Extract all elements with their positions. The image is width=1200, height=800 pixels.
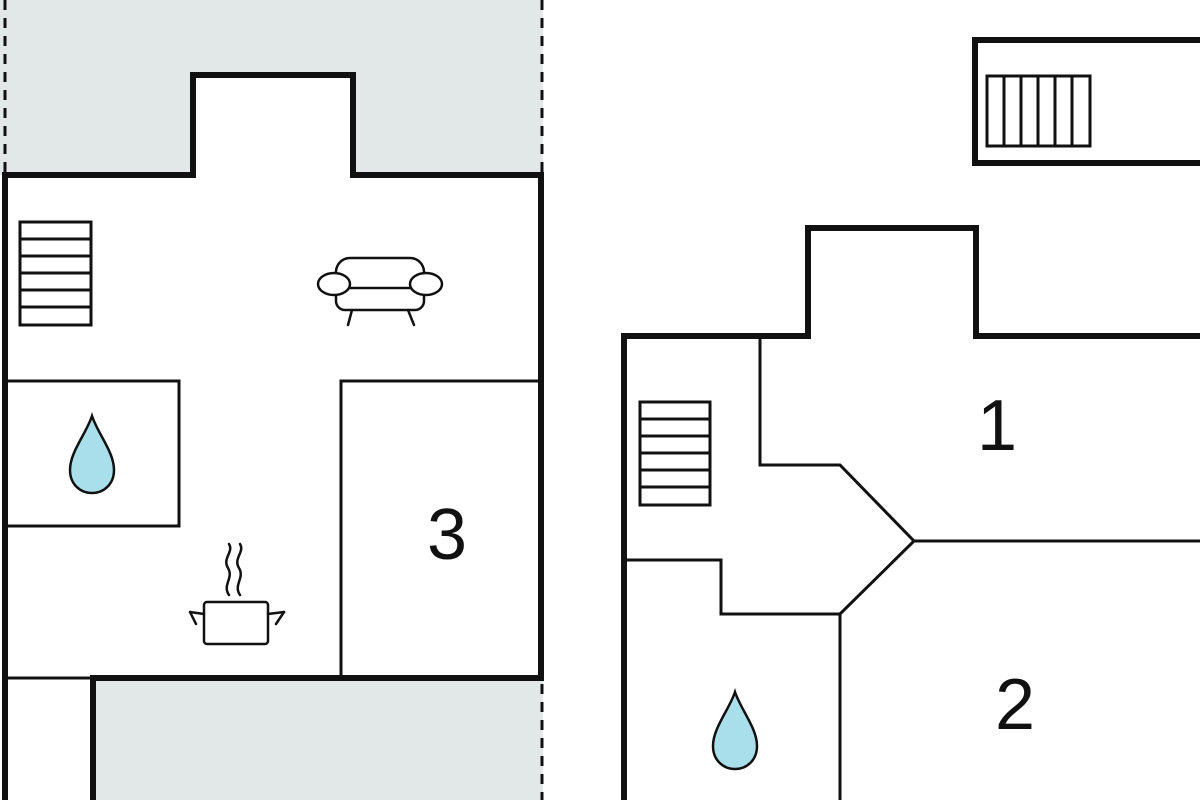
room-label-2: 2	[995, 665, 1035, 745]
stairwell-box	[972, 37, 1200, 166]
room-label-3: 3	[427, 495, 467, 575]
terrace-bottom	[93, 678, 543, 800]
ground-floor-plan: 3	[0, 0, 544, 800]
stairs-icon	[638, 400, 712, 507]
upper-floor-plan: 1 2	[621, 37, 1200, 800]
landing-wall	[622, 538, 917, 616]
upper-floor-outer-wall	[621, 225, 1200, 800]
stairs-icon	[985, 74, 1092, 148]
water-drop-icon	[711, 688, 759, 771]
bedroom-3-wall	[339, 379, 543, 678]
cooking-pot-icon	[188, 542, 286, 646]
bathroom-wall	[3, 379, 181, 528]
ground-floor-outer-wall	[2, 72, 544, 800]
hall-wall	[758, 334, 1200, 543]
room-label-1: 1	[977, 386, 1017, 466]
sofa-icon	[316, 256, 444, 327]
stairs-icon	[18, 220, 93, 327]
water-drop-icon	[68, 412, 116, 495]
ground-floor-interior	[5, 75, 541, 800]
